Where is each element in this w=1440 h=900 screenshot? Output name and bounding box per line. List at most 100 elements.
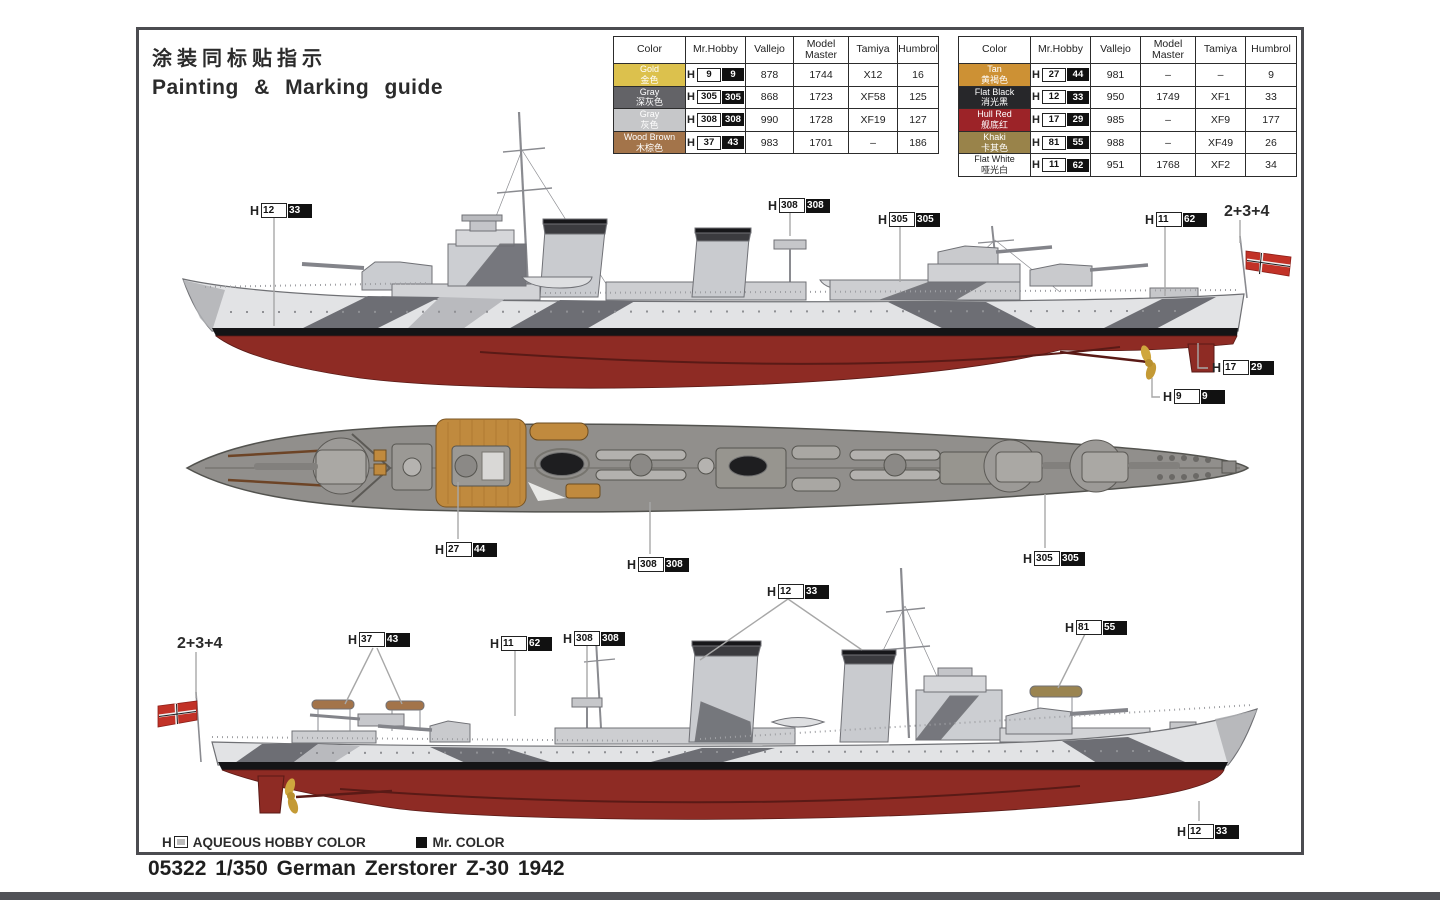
vallejo-code: 990 xyxy=(745,108,794,132)
aqueous-color-number: 27 xyxy=(446,542,473,558)
vallejo-code: 950 xyxy=(1090,85,1141,110)
h-prefix: H xyxy=(490,636,500,651)
vallejo-code: 985 xyxy=(1090,108,1141,132)
model-master-code: 1728 xyxy=(793,108,849,132)
ship-top-view xyxy=(185,418,1250,513)
column-header: Color xyxy=(613,36,686,64)
humbrol-code: 33 xyxy=(1245,85,1297,110)
aft-turret-2 xyxy=(1029,263,1093,287)
h-prefix: H xyxy=(348,632,358,647)
color-name-en: Hull Red xyxy=(977,109,1012,120)
mr-color-number: 29 xyxy=(1250,360,1275,375)
humbrol-code: 177 xyxy=(1245,108,1297,132)
kit-title: 05322 1/350 German Zerstorer Z-30 1942 xyxy=(148,857,565,880)
aqueous-color-number: 9 xyxy=(1174,389,1201,405)
column-header: Tamiya xyxy=(1195,36,1246,64)
model-master-code: 1701 xyxy=(793,130,849,155)
humbrol-code: 34 xyxy=(1245,153,1297,177)
wooden-boat xyxy=(385,700,425,711)
decal-callout: 2+3+4 xyxy=(177,635,223,652)
humbrol-code: 9 xyxy=(1245,63,1297,87)
aqueous-color-number: 12 xyxy=(778,584,805,600)
color-name-en: Wood Brown xyxy=(623,131,676,142)
tamiya-code: – xyxy=(1195,63,1246,87)
vallejo-code: 983 xyxy=(745,130,794,155)
mr-color-label: Mr. COLOR xyxy=(432,835,505,850)
vallejo-code: 981 xyxy=(1090,63,1141,87)
aqueous-color-number: 11 xyxy=(1041,158,1066,173)
camouflage-pattern xyxy=(183,280,1216,331)
color-name-cn: 深灰色 xyxy=(635,97,663,108)
camouflage-pattern xyxy=(232,710,1257,765)
column-header: Vallejo xyxy=(745,36,794,64)
aqueous-color-number: 305 xyxy=(889,212,916,228)
propeller xyxy=(1059,345,1157,380)
aqueous-color-number: 17 xyxy=(1041,112,1066,127)
h-prefix: H xyxy=(687,91,695,104)
color-name-cn: 舰底红 xyxy=(980,119,1008,130)
vallejo-code: 878 xyxy=(745,63,794,87)
khaki-covered-boat xyxy=(1029,685,1083,698)
mr-color-number: 44 xyxy=(1066,68,1089,82)
mr-color-number: 55 xyxy=(1066,136,1089,150)
column-header: Mr.Hobby xyxy=(685,36,746,64)
humbrol-code: 127 xyxy=(897,108,939,132)
aqueous-color-number: 305 xyxy=(696,90,721,105)
mr-color-number: 29 xyxy=(1066,113,1089,127)
humbrol-code: 26 xyxy=(1245,130,1297,155)
color-name-cn: 木棕色 xyxy=(635,142,663,153)
mr-color-number: 62 xyxy=(1183,212,1208,227)
aqueous-color-number: 12 xyxy=(1188,824,1215,840)
mr-color-number: 33 xyxy=(288,203,313,218)
tamiya-code: XF58 xyxy=(848,85,898,110)
h-prefix: H xyxy=(1032,136,1040,149)
color-name-en: Tan xyxy=(987,64,1002,74)
model-master-code: 1744 xyxy=(793,63,849,87)
lower-hull-red xyxy=(214,335,1238,389)
mr-color-number: 308 xyxy=(806,198,831,213)
color-name-en: Gray xyxy=(639,109,660,120)
mr-color-number: 55 xyxy=(1103,620,1128,635)
decal-callout: 2+3+4 xyxy=(1224,203,1270,220)
funnel-opening xyxy=(539,452,585,476)
tamiya-code: XF19 xyxy=(848,108,898,132)
h-prefix: H xyxy=(1032,68,1040,81)
mr-color-number: 62 xyxy=(1066,158,1089,172)
h-prefix: H xyxy=(1023,551,1033,566)
aqueous-color-number: 308 xyxy=(574,631,601,647)
naval-ensign-flag xyxy=(1245,250,1292,277)
color-name-en: Khaki xyxy=(983,131,1006,142)
railing xyxy=(544,289,1239,294)
mr-color-number: 9 xyxy=(1201,389,1226,404)
wooden-boat-top xyxy=(529,422,589,441)
mr-color-number: 33 xyxy=(1066,90,1089,104)
color-name-cn: 消光黑 xyxy=(980,97,1008,108)
aft-turret xyxy=(429,720,471,743)
aqueous-color-number: 37 xyxy=(696,135,721,150)
model-master-code: 1768 xyxy=(1140,153,1196,177)
